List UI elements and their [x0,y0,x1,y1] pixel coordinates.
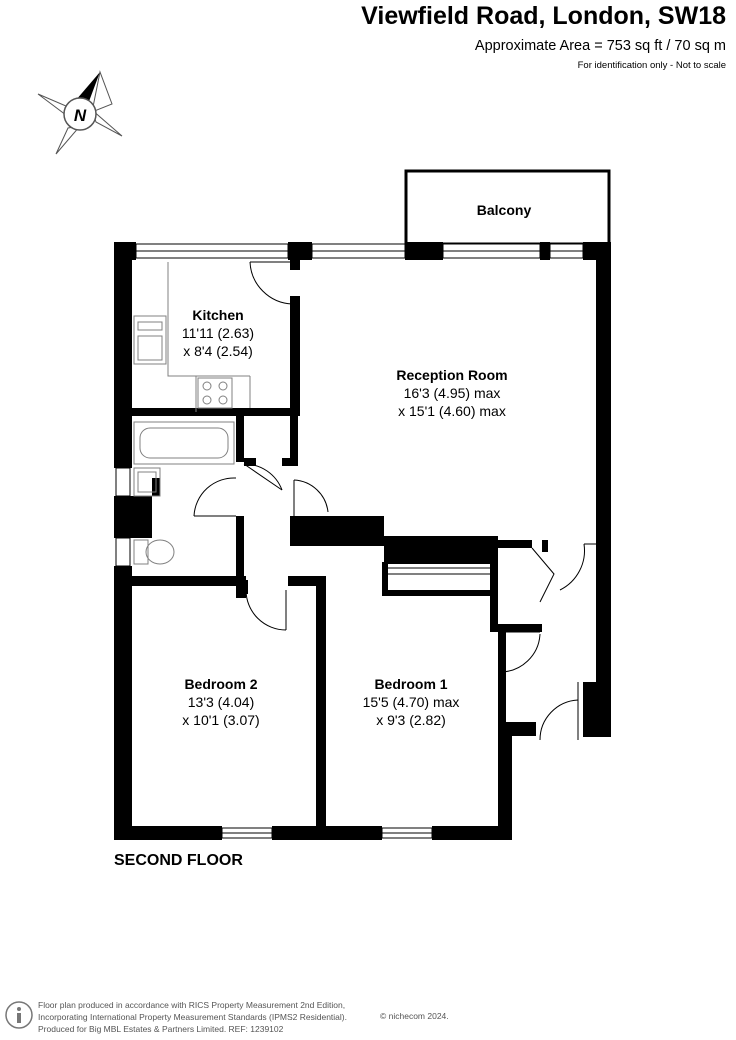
room-labels: Kitchen 11'11 (2.63) x 8'4 (2.54) Recept… [182,307,508,728]
basin-icon [133,467,161,497]
approximate-area: Approximate Area = 753 sq ft / 70 sq m [474,38,726,54]
footer-text: Floor plan produced in accordance with R… [38,999,347,1035]
footer-line3: Produced for Big MBL Estates & Partners … [38,1024,284,1034]
toilet-icon [133,539,149,565]
balcony-name: Balcony [477,202,532,218]
compass-north-label: N [74,106,87,125]
walls [114,242,611,840]
bedroom1-dim1: 15'5 (4.70) max [363,694,460,710]
footer-line2: Incorporating International Property Mea… [38,1012,347,1022]
reception-name: Reception Room [396,367,507,383]
kitchen-fixtures [133,262,251,412]
reception-dim1: 16'3 (4.95) max [404,385,501,401]
footer-brand: © nichecom 2024. [380,1011,449,1021]
doors [193,261,596,741]
scale-note: For identification only - Not to scale [577,60,726,71]
hob-icon [197,377,233,409]
property-title: Viewfield Road, London, SW18 [361,2,726,30]
bath-icon [133,421,235,465]
bedroom2-name: Bedroom 2 [184,676,257,692]
floor-label: SECOND FLOOR [114,852,243,869]
kitchen-sink-icon [133,315,167,365]
bedroom2-dim1: 13'3 (4.04) [188,694,255,710]
bedroom1-dim2: x 9'3 (2.82) [376,712,446,728]
kitchen-name: Kitchen [192,307,243,323]
bathroom-fixtures [133,421,235,565]
windows [115,243,584,839]
footer-line1: Floor plan produced in accordance with R… [38,1000,346,1010]
north-arrow-icon: N [37,70,123,155]
kitchen-dim1: 11'11 (2.63) [182,325,254,341]
rics-logo-icon [5,1001,33,1029]
reception-dim2: x 15'1 (4.60) max [398,403,506,419]
bedroom2-dim2: x 10'1 (3.07) [182,712,259,728]
kitchen-dim2: x 8'4 (2.54) [183,343,253,359]
bedroom1-name: Bedroom 1 [374,676,447,692]
balcony: Balcony [404,169,611,246]
